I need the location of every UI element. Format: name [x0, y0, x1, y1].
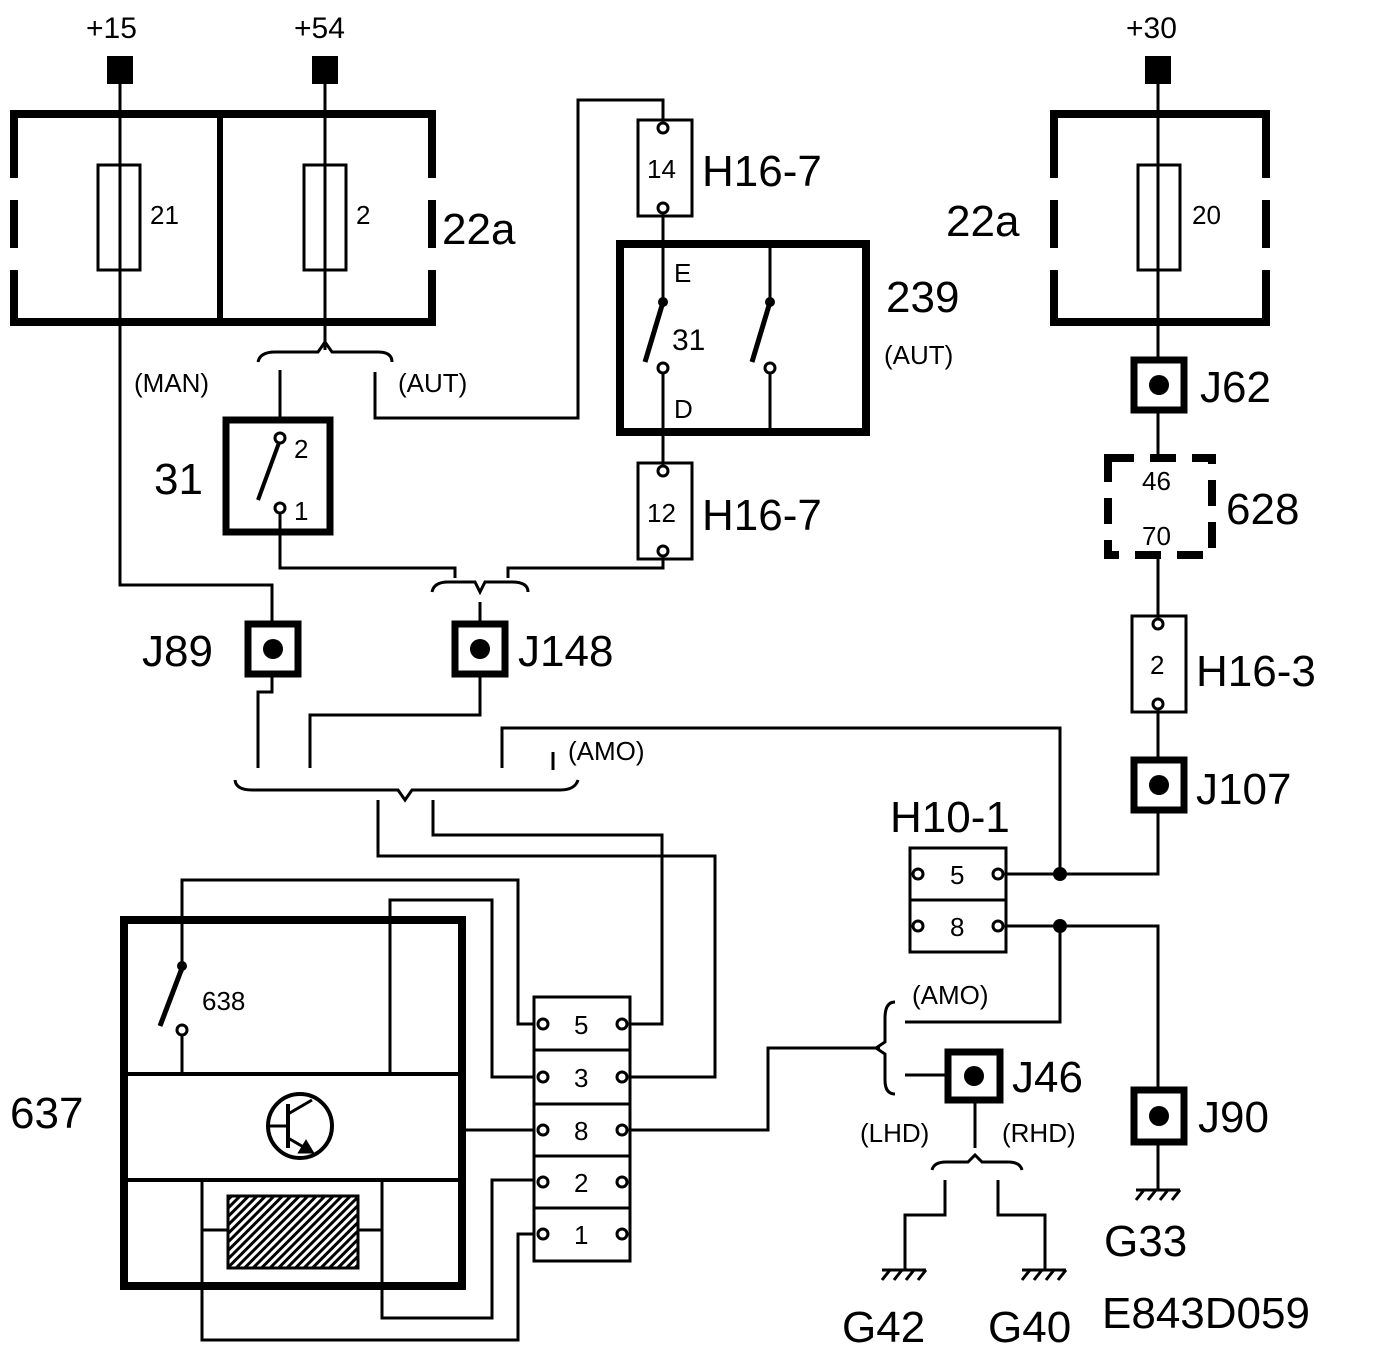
variant-aut-label: (AUT): [398, 368, 467, 398]
switch-31: [222, 416, 334, 536]
fuse-box-left-label: 22a: [442, 205, 516, 254]
terminal-plus-30: [1145, 56, 1171, 84]
connector-h16-3-label: H16-3: [1196, 647, 1316, 696]
connector-h16-3-pin: 2: [1150, 650, 1164, 680]
unit-637: [120, 916, 466, 1290]
junction-dots: [1053, 867, 1067, 933]
fuse-box-right-label: 22a: [946, 197, 1020, 246]
heater-element-icon: [226, 1194, 360, 1270]
supply-plus-15-label: +15: [86, 12, 137, 45]
ground-g40-label: G40: [988, 1303, 1071, 1352]
junction-j90-label: J90: [1198, 1093, 1269, 1142]
module-pin-1: 1: [574, 1220, 588, 1250]
module-pin-8: 8: [574, 1116, 588, 1146]
fuse-box-right: [1050, 110, 1270, 326]
unit-637-label: 637: [10, 1089, 83, 1138]
junction-j148-label: J148: [518, 627, 613, 676]
connector-h10-1-pin-b: 8: [950, 912, 964, 942]
junction-j107-label: J107: [1196, 765, 1291, 814]
module-pin-3: 3: [574, 1063, 588, 1093]
unit-628-pin-46: 46: [1142, 466, 1171, 496]
connector-h16-7-top-label: H16-7: [702, 147, 822, 196]
ground-g33-label: G33: [1104, 1217, 1187, 1266]
connector-h16-7-bottom: [636, 461, 694, 561]
connector-h10-1-label: H10-1: [890, 793, 1010, 842]
connector-h10-1: [908, 846, 1008, 954]
supply-plus-54-label: +54: [294, 12, 345, 45]
unit-239-pin-31: 31: [672, 324, 705, 357]
terminal-plus-15: [107, 56, 133, 84]
variant-man-label: (MAN): [134, 368, 209, 398]
switch-31-label: 31: [154, 455, 203, 504]
braces: [233, 339, 1024, 1171]
connector-h16-7-top: [636, 118, 694, 218]
ground-g40-icon: [1020, 1262, 1068, 1281]
ground-g42-icon: [880, 1262, 928, 1281]
fuse-2-label: 2: [356, 200, 370, 230]
variant-amo-mid-label: (AMO): [912, 980, 989, 1010]
module-pin-5: 5: [574, 1010, 588, 1040]
junction-j62-label: J62: [1200, 363, 1271, 412]
switch-31-pin-2: 2: [294, 434, 308, 464]
junction-j46-label: J46: [1012, 1053, 1083, 1102]
module-connector: [532, 995, 632, 1263]
terminal-plus-54: [312, 56, 338, 84]
brace-amo-vertical: [873, 1000, 896, 1096]
connector-h16-7-top-pin: 14: [647, 154, 676, 184]
junction-blocks: [244, 356, 1188, 1146]
unit-637-switch-label: 638: [202, 986, 245, 1016]
junction-j89-label: J89: [142, 627, 213, 676]
variant-amo-top-label: (AMO): [568, 736, 645, 766]
unit-239: [616, 240, 870, 436]
ground-g33-icon: [1134, 1178, 1182, 1201]
brace-j148: [430, 580, 530, 596]
brace-bundle: [233, 779, 580, 803]
fuse-20-label: 20: [1192, 200, 1221, 230]
module-pin-2: 2: [574, 1168, 588, 1198]
connector-h16-3: [1130, 614, 1188, 714]
unit-239-pin-d: D: [674, 394, 693, 424]
fuse-21-label: 21: [150, 200, 179, 230]
brace-man-aut: [256, 339, 394, 363]
ground-symbols: [880, 1178, 1182, 1281]
transistor-icon: [266, 1092, 334, 1160]
junction-centers: [263, 375, 1169, 1126]
switch-31-pin-1: 1: [294, 496, 308, 526]
variant-lhd-label: (LHD): [860, 1118, 929, 1148]
unit-628: [1104, 454, 1216, 559]
supply-terminals: [107, 56, 1171, 84]
unit-239-label: 239: [886, 273, 959, 322]
connector-h16-7-bottom-label: H16-7: [702, 491, 822, 540]
unit-628-pin-70: 70: [1142, 521, 1171, 551]
ground-g42-label: G42: [842, 1303, 925, 1352]
unit-628-label: 628: [1226, 485, 1299, 534]
variant-aut-239-label: (AUT): [884, 340, 953, 370]
connector-h16-7-bottom-pin: 12: [647, 498, 676, 528]
connector-h10-1-pin-a: 5: [950, 860, 964, 890]
supply-plus-30-label: +30: [1126, 12, 1177, 45]
junction-j107: [1130, 756, 1188, 814]
unit-239-pin-e: E: [674, 258, 691, 288]
brace-lhd-rhd: [930, 1152, 1024, 1171]
variant-rhd-label: (RHD): [1002, 1118, 1076, 1148]
diagram-code: E843D059: [1102, 1289, 1310, 1338]
